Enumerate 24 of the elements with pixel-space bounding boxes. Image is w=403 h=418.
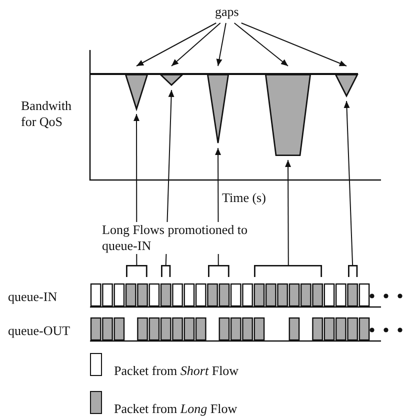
arrow: [240, 22, 347, 66]
arrow: [285, 160, 292, 266]
legend-text: Packet from Long Flow: [114, 401, 238, 417]
axis-label: Bandwith for QoS: [21, 98, 73, 130]
axis-label: Time (s): [222, 190, 266, 206]
packet-group-bracket: [254, 265, 322, 277]
row-label: queue-IN: [8, 289, 58, 305]
legend-text: Packet from Short Flow: [114, 363, 239, 379]
packet-group-bracket: [208, 265, 230, 277]
gap-notch: [335, 74, 358, 97]
arrow: [171, 22, 221, 66]
arrow: [216, 22, 226, 66]
arrow: [234, 22, 288, 66]
arrow: [136, 22, 217, 66]
arrow: [344, 100, 354, 266]
gap-notch: [160, 74, 183, 86]
gap-notch: [125, 74, 148, 110]
row-label: queue-OUT: [8, 323, 72, 339]
packet-group-bracket: [161, 265, 171, 277]
gap-notch: [265, 74, 311, 156]
annotation-text: gaps: [215, 4, 239, 20]
gap-notch: [207, 74, 229, 144]
packet-group-bracket: [126, 265, 148, 277]
packet-group-bracket: [348, 265, 358, 277]
